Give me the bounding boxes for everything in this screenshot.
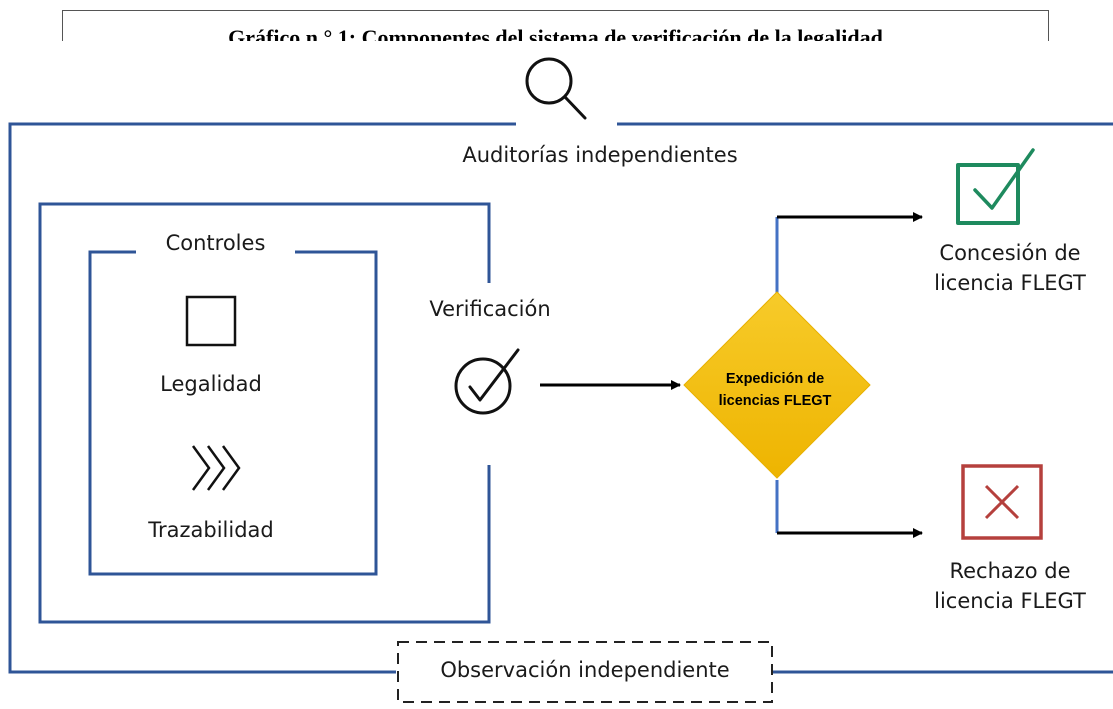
chevrons-right-icon [191, 445, 241, 491]
controls-frame [88, 250, 378, 576]
magnifier-icon [525, 57, 587, 120]
controls-frame-left-segment [88, 250, 378, 576]
checkbox-cross-icon [961, 464, 1043, 540]
outer-frame [8, 122, 1113, 674]
grant-label-line1: Concesión de [939, 241, 1081, 265]
audits-label: Auditorías independientes [462, 143, 738, 167]
reject-label: Rechazo de licencia FLEGT [915, 556, 1105, 616]
diagram-title: Gráfico n.° 1: Componentes del sistema d… [228, 25, 883, 41]
licensing-label-line2: licencias FLEGT [718, 393, 832, 409]
controls-label: Controles [165, 231, 266, 255]
traceability-label: Trazabilidad [148, 518, 274, 542]
square-icon [185, 295, 237, 347]
circle-check-icon [454, 348, 520, 415]
reject-label-line2: licencia FLEGT [934, 589, 1086, 613]
legality-label: Legalidad [160, 372, 262, 396]
verification-frame [38, 202, 491, 624]
outer-frame-left-segment [8, 122, 516, 674]
licensing-diamond [683, 291, 871, 479]
grant-label-line2: licencia FLEGT [934, 271, 1086, 295]
grant-label: Concesión de licencia FLEGT [915, 238, 1105, 298]
licensing-label: Expedición de licencias FLEGT [700, 368, 850, 412]
observation-box [397, 641, 773, 703]
checkbox-check-icon [956, 148, 1035, 225]
reject-label-line1: Rechazo de [949, 559, 1071, 583]
licensing-label-line1: Expedición de [725, 371, 825, 387]
title-box: Gráfico n.° 1: Componentes del sistema d… [62, 10, 1049, 41]
observation-label: Observación independiente [440, 658, 730, 682]
verification-frame-top [38, 202, 491, 624]
verification-label: Verificación [429, 297, 551, 321]
